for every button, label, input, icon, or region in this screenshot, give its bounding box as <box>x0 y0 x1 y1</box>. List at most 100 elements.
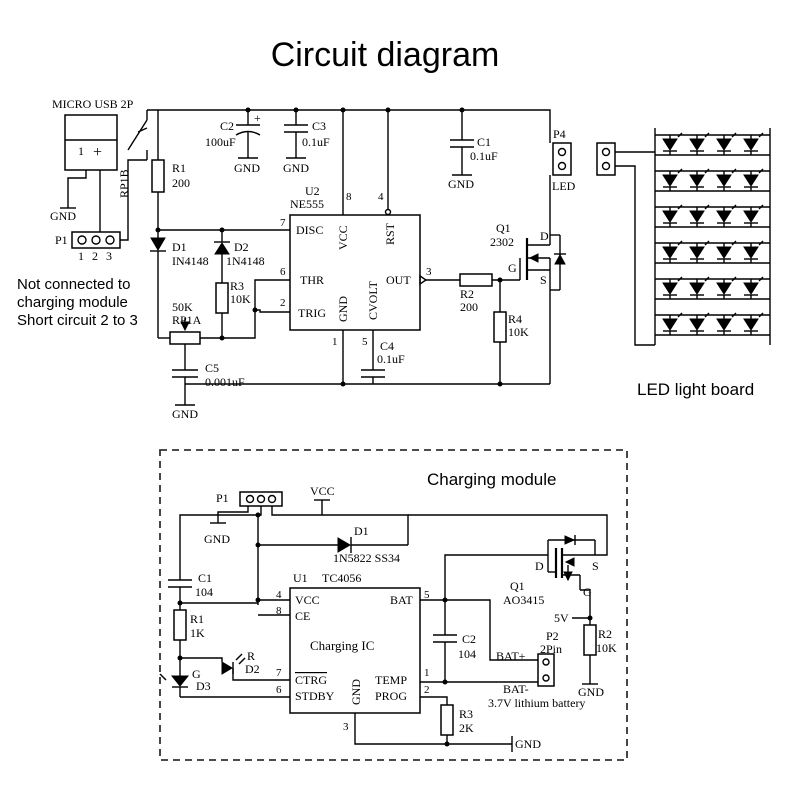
svg-text:1: 1 <box>332 336 338 348</box>
led-diode <box>716 246 732 259</box>
charging-pin-bat: BAT <box>390 593 413 607</box>
p4-label: P4 <box>553 127 566 141</box>
led-diode <box>689 318 705 331</box>
mosfet-q1 <box>519 228 566 384</box>
charging-bat-plus: BAT+ <box>496 649 526 663</box>
charging-r1-value: 1K <box>190 626 205 640</box>
charging-c1-value: 104 <box>195 585 213 599</box>
led-diode <box>716 318 732 331</box>
led-diode <box>743 318 759 331</box>
led-diode <box>716 138 732 151</box>
c4-value: 0.1uF <box>377 352 405 366</box>
ic-ne555 <box>289 214 421 331</box>
svg-text:8: 8 <box>346 191 352 203</box>
charging-pin-ctrg: CTRG <box>295 673 327 687</box>
led-diode <box>662 138 678 151</box>
charging-pin-ce: CE <box>295 609 310 623</box>
gnd-c3: GND <box>283 161 309 175</box>
gnd-c5: GND <box>172 407 198 421</box>
led-board-label: LED light board <box>637 380 754 399</box>
r1-value: 200 <box>172 176 190 190</box>
q1-gate: G <box>508 261 517 275</box>
svg-text:2: 2 <box>424 684 430 696</box>
potentiometer-rp1a <box>169 331 201 345</box>
svg-text:3: 3 <box>343 721 349 733</box>
note-line-1: Not connected to <box>17 276 130 293</box>
r2-label: R2 <box>460 287 474 301</box>
d2-value: 1N4148 <box>226 254 265 268</box>
charging-r2-label: R2 <box>598 627 612 641</box>
charging-resistor-r1 <box>173 609 187 641</box>
led-diode <box>743 210 759 223</box>
led-diode <box>743 282 759 295</box>
svg-text:6: 6 <box>280 266 286 278</box>
r1-label: R1 <box>172 161 186 175</box>
charging-bat-minus: BAT- <box>503 682 529 696</box>
svg-text:+: + <box>254 111 261 125</box>
d2-label: D2 <box>234 240 249 254</box>
led-matrix <box>654 128 771 345</box>
c1-value: 0.1uF <box>470 149 498 163</box>
charging-pin-temp: TEMP <box>375 673 407 687</box>
c2-value: 100uF <box>205 135 236 149</box>
led-board-connector <box>596 142 616 176</box>
p1-label: P1 <box>55 233 68 247</box>
rp1a-label: RP1A <box>172 313 202 327</box>
u2-label: U2 <box>305 184 320 198</box>
charging-pin-stdby: STDBY <box>295 689 335 703</box>
p1-pin-3: 3 <box>106 249 112 263</box>
led-diode <box>689 138 705 151</box>
svg-text:7: 7 <box>276 667 282 679</box>
led-diode <box>689 210 705 223</box>
resistor-r1 <box>151 159 165 193</box>
q1-drain: D <box>540 229 549 243</box>
charging-r1-label: R1 <box>190 612 204 626</box>
charging-q1-drain: D <box>535 559 544 573</box>
svg-text:2: 2 <box>280 297 286 309</box>
q1-label: Q1 <box>496 221 511 235</box>
svg-text:7: 7 <box>280 217 286 229</box>
charging-u1-value: TC4056 <box>322 571 361 585</box>
gnd-c1: GND <box>448 177 474 191</box>
charging-c2-label: C2 <box>462 632 476 646</box>
d1-value: IN4148 <box>172 254 209 268</box>
led-diode <box>689 246 705 259</box>
battery-connector-p2 <box>537 653 555 687</box>
led-diode <box>743 174 759 187</box>
pin-rst: RST <box>383 222 397 245</box>
pin-thr: THR <box>300 273 324 287</box>
charging-d1-value: 1N5822 SS34 <box>333 551 400 565</box>
r4-value: 10K <box>508 325 529 339</box>
charging-d1-label: D1 <box>354 524 369 538</box>
usb-label: MICRO USB 2P <box>52 97 134 111</box>
charging-module-frame <box>159 449 628 761</box>
note-line-3: Short circuit 2 to 3 <box>17 312 138 329</box>
charging-p2-value: 2Pin <box>540 642 562 656</box>
charging-gnd-p1: GND <box>204 532 230 546</box>
diode-d1 <box>150 237 166 251</box>
led-diode <box>662 210 678 223</box>
led-diode <box>716 282 732 295</box>
charging-q1-gate: G <box>583 585 592 599</box>
pin-trig: TRIG <box>298 306 326 320</box>
charging-r3-label: R3 <box>459 707 473 721</box>
r3-label: R3 <box>230 279 244 293</box>
svg-text:5: 5 <box>362 336 368 348</box>
charging-p2-label: P2 <box>546 629 559 643</box>
q1-value: 2302 <box>490 235 514 249</box>
pin-vcc: VCC <box>336 225 350 250</box>
charging-q1-label: Q1 <box>510 579 525 593</box>
charging-c1-label: C1 <box>198 571 212 585</box>
charging-r-led: R <box>247 649 255 663</box>
r3-value: 10K <box>230 292 251 306</box>
led-diode <box>743 138 759 151</box>
charging-mosfet-q1 <box>547 535 596 590</box>
led-diode <box>716 210 732 223</box>
charging-d3-label: D3 <box>196 679 211 693</box>
charging-p1-label: P1 <box>216 491 229 505</box>
pin-out: OUT <box>386 273 411 287</box>
charging-module-title: Charging module <box>427 470 556 489</box>
charging-pin-vcc: VCC <box>295 593 320 607</box>
c5-value: 0.001uF <box>205 375 245 389</box>
